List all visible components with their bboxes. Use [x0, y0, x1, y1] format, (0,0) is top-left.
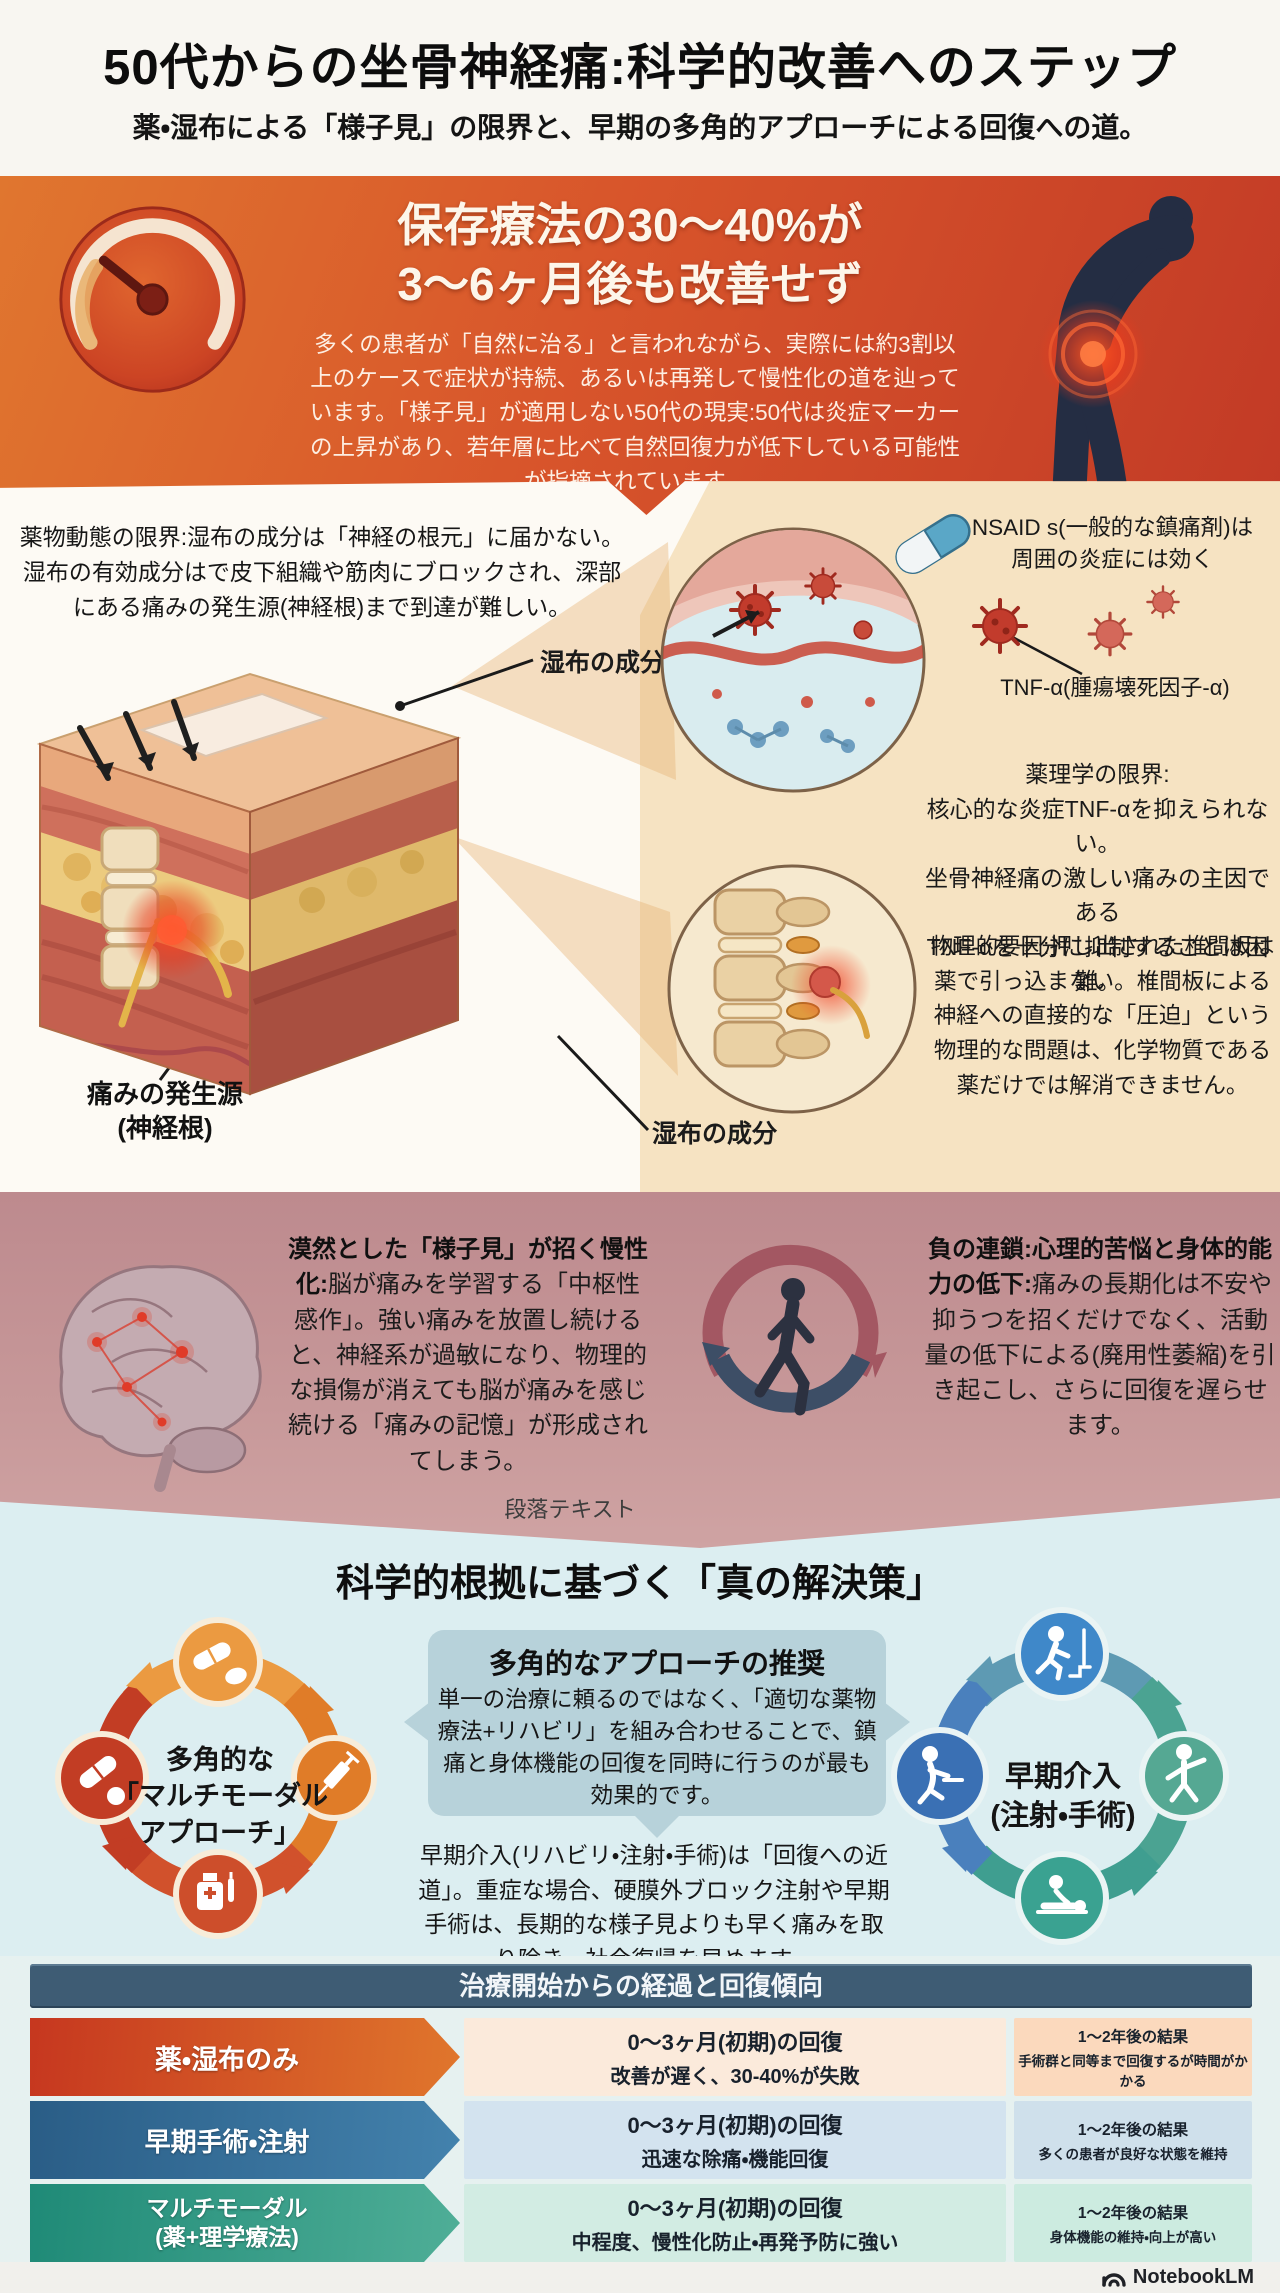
solution-headline: 科学的根拠に基づく「真の解決策」 [335, 1563, 944, 1605]
pharmacology-limit-text: 薬理学の限界: 核心的な炎症TNF-αを抑えられない。 坐骨神経痛の激しい痛みの… [925, 761, 1270, 994]
skin-cross-section-illustration [36, 672, 462, 1096]
row-label-early-surgery: 早期手術・注射 [30, 2101, 460, 2179]
inflammation-inset-illustration [660, 527, 926, 793]
back-pain-figure-icon [1039, 196, 1194, 510]
medicine-bottle-icon [197, 1872, 234, 1910]
approach-recommendation-box: 多角的なアプローチの推奨 単一の治療に頼るのではなく、「適切な薬物療法+リハビリ… [404, 1630, 910, 1838]
pain-cycle-icon [702, 1244, 887, 1416]
pills-icon [193, 1642, 247, 1685]
pain-source-label: 痛みの発生源 (神経根) [86, 1079, 243, 1143]
table-row: 早期手術・注射 0〜3ヶ月(初期)の回復 迅速な除痛・機能回復 1〜2年後の結果… [0, 2101, 1280, 2179]
recommendation-title: 多角的なアプローチの推奨 [488, 1648, 825, 1679]
row-label-drug-only: 薬・湿布のみ [30, 2018, 460, 2096]
row-label-multimodal: マルチモーダル (薬+理学療法) [30, 2184, 460, 2262]
stairs-person-icon [1035, 1626, 1092, 1681]
spine-disc-inset-illustration [667, 864, 917, 1114]
solution-section: 科学的根拠に基づく「真の解決策」 [0, 1490, 1280, 1972]
late-phase-cell: 1〜2年後の結果 手術群と同等まで回復するが時間がかかる [1014, 2018, 1252, 2096]
physical-factor-text: 物理的要因:押し出された椎間板は薬で引っ込まない。椎間板による神経への直接的な「… [930, 934, 1275, 1098]
gauge-icon [59, 206, 246, 393]
banner-body: 多くの患者が「自然に治る」と言われながら、実際には約3割以上のケースで症状が持続… [309, 332, 961, 494]
multimodal-cycle-label: 多角的な 「マルチモーダル アプローチ」 [112, 1745, 328, 1848]
notebooklm-brand: NotebookLM [1101, 2265, 1254, 2289]
table-row: マルチモーダル (薬+理学療法) 0〜3ヶ月(初期)の回復 中程度、慢性化防止・… [0, 2184, 1280, 2262]
negative-spiral-text: 負の連鎖:心理的苦悩と身体的能力の低下:痛みの長期化は不安や抑うつを招くだけでな… [924, 1236, 1276, 1440]
multimodal-cycle-diagram [55, 1617, 377, 1939]
table-row: 薬・湿布のみ 0〜3ヶ月(初期)の回復 改善が遅く、30-40%が失敗 1〜2年… [0, 2018, 1280, 2096]
early-phase-cell: 0〜3ヶ月(初期)の回復 改善が遅く、30-40%が失敗 [464, 2018, 1006, 2096]
bubble-bottom-tab [633, 1814, 681, 1838]
massage-person-icon [1036, 1875, 1088, 1914]
stretch-person-icon [1165, 1744, 1207, 1803]
tnf-label: TNF-α(腫瘍壊死因子-α) [1000, 675, 1230, 700]
late-phase-cell: 1〜2年後の結果 身体機能の維持・向上が高い [1014, 2184, 1252, 2262]
leader-lines [158, 542, 1083, 1132]
tnf-virus-icon [972, 585, 1180, 657]
mechanism-section: 薬物動態の限界:湿布の成分は「神経の根元」に届かない。湿布の有効成分はで皮下組織… [0, 480, 1280, 1192]
early-phase-cell: 0〜3ヶ月(初期)の回復 迅速な除痛・機能回復 [464, 2101, 1006, 2179]
nsaid-note: NSAID s(一般的な鎮痛剤)は 周囲の炎症には効く [971, 515, 1254, 572]
footer: NotebookLM [0, 2262, 1280, 2293]
banner-headline: 保存療法の30〜40%が 3〜6ヶ月後も改善せず [397, 199, 863, 310]
vague-wait-text: 漠然とした「様子見」が招く慢性化:脳が痛みを学習する「中枢性感作」。強い痛みを放… [288, 1236, 648, 1475]
early-phase-cell: 0〜3ヶ月(初期)の回復 中程度、慢性化防止・再発予防に強い [464, 2184, 1006, 2262]
chronification-section: 漠然とした「様子見」が招く慢性化:脳が痛みを学習する「中枢性感作」。強い痛みを放… [0, 1192, 1280, 1548]
recovery-table-section: 治療開始からの経過と回復傾向 薬・湿布のみ 0〜3ヶ月(初期)の回復 改善が遅く… [0, 1956, 1280, 2262]
desk-person-icon [917, 1746, 964, 1805]
page-title: 50代からの坐骨神経痛:科学的改善へのステップ [103, 41, 1177, 95]
late-phase-cell: 1〜2年後の結果 多くの患者が良好な状態を維持 [1014, 2101, 1252, 2179]
notebooklm-logo-icon [1102, 2273, 1126, 2287]
brain-icon [59, 1265, 262, 1492]
intervention-cycle-diagram [891, 1607, 1229, 1945]
patch-label-top: 湿布の成分 [540, 649, 666, 677]
capsule-icon [895, 514, 971, 574]
table-title: 治療開始からの経過と回復傾向 [30, 1964, 1252, 2008]
recommendation-body: 単一の治療に頼るのではなく、「適切な薬物療法+リハビリ」を組み合わせることで、鎮… [437, 1687, 877, 1808]
stat-banner: 保存療法の30〜40%が 3〜6ヶ月後も改善せず 多くの患者が「自然に治る」と言… [0, 176, 1280, 515]
page-subtitle: 薬・湿布による「様子見」の限界と、早期の多角的アプローチによる回復への道。 [132, 112, 1148, 143]
intervention-cycle-label: 早期介入 (注射・手術) [990, 1761, 1136, 1833]
pharmacokinetics-limit-text: 薬物動態の限界:湿布の成分は「神経の根元」に届かない。湿布の有効成分はで皮下組織… [19, 524, 625, 620]
paragraph-caption: 段落テキスト [504, 1497, 636, 1522]
syringe-icon [317, 1750, 360, 1797]
patch-label-bottom: 湿布の成分 [652, 1120, 778, 1148]
capsule-pill-icon [79, 1755, 125, 1805]
